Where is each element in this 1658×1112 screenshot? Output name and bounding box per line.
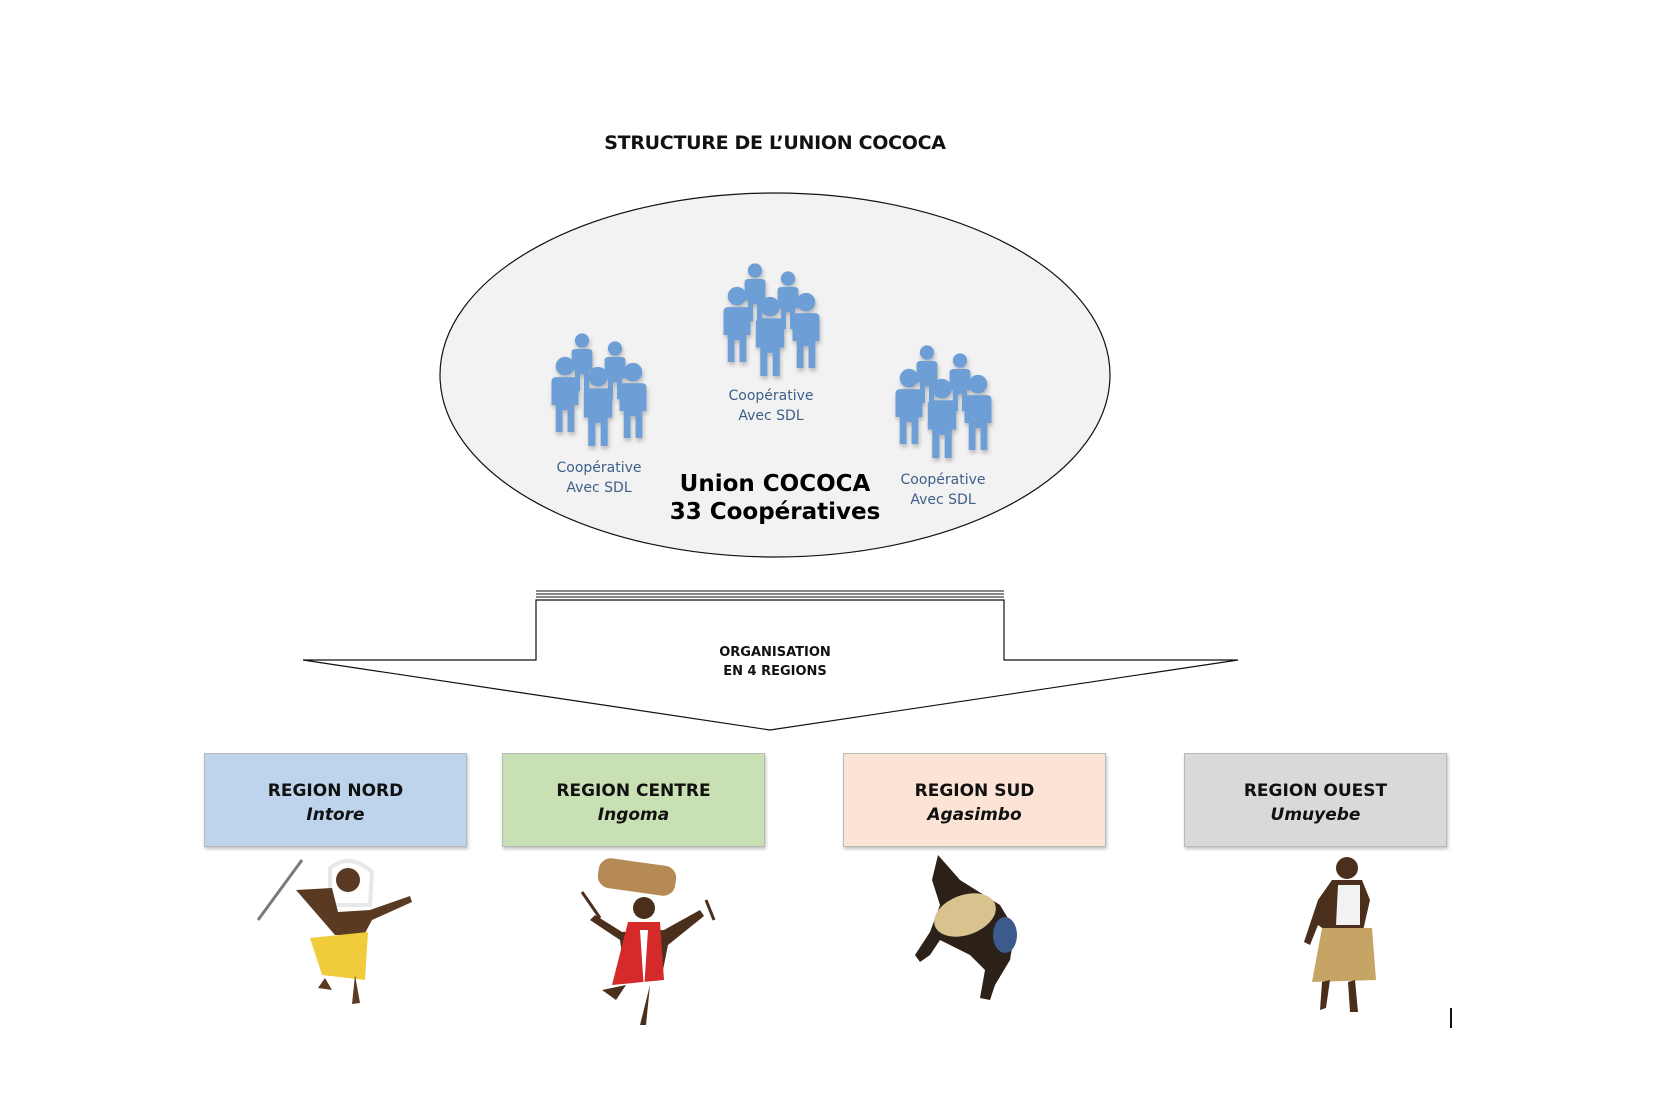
region-box-sud: REGION SUD Agasimbo	[843, 753, 1106, 847]
region-dance: Ingoma	[597, 805, 670, 825]
dancer-intore-figure	[256, 859, 412, 1004]
cooperative-label: Coopérative Avec SDL	[728, 388, 814, 424]
dancer-umuyebe-figure	[1304, 857, 1376, 1012]
cooperative-label: Coopérative Avec SDL	[556, 460, 642, 496]
region-dance: Umuyebe	[1270, 805, 1361, 825]
text-cursor	[1450, 1008, 1452, 1028]
dancer-agasimbo-figure	[915, 855, 1017, 1000]
organisation-arrow	[302, 590, 1239, 731]
region-dance: Agasimbo	[927, 805, 1022, 825]
dancer-ingoma-figure	[580, 858, 716, 1025]
region-name: REGION NORD	[267, 781, 404, 801]
region-box-ouest: REGION OUEST Umuyebe	[1184, 753, 1447, 847]
region-name: REGION OUEST	[1243, 781, 1388, 801]
region-name: REGION CENTRE	[556, 781, 711, 801]
union-title: Union COCOCA 33 Coopératives	[669, 471, 881, 525]
cooperative-label: Coopérative Avec SDL	[900, 472, 986, 508]
region-box-centre: REGION CENTRE Ingoma	[502, 753, 765, 847]
region-name: REGION SUD	[914, 781, 1035, 801]
page-title: STRUCTURE DE L’UNION COCOCA	[604, 132, 946, 154]
arrow-label: ORGANISATION EN 4 REGIONS	[719, 645, 831, 679]
region-box-nord: REGION NORD Intore	[204, 753, 467, 847]
region-dance: Intore	[306, 805, 365, 825]
